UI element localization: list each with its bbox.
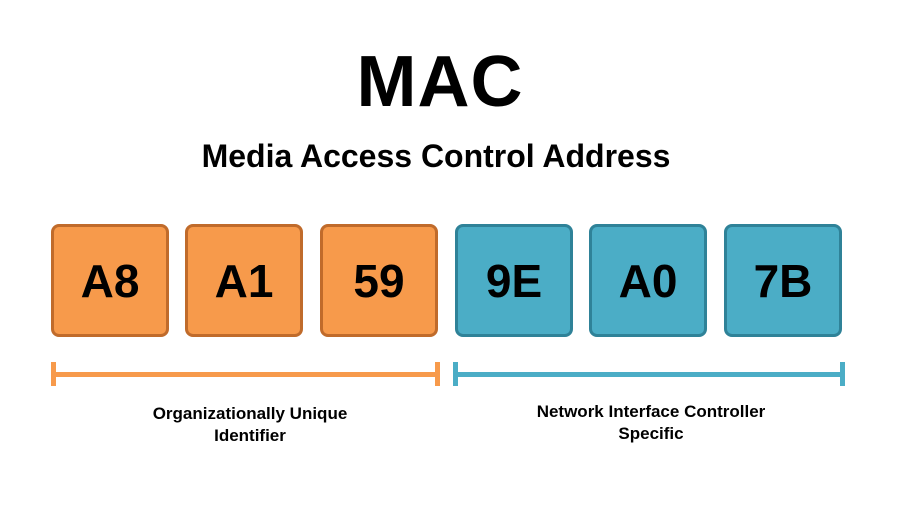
octet-4-box: 9E — [455, 224, 573, 337]
nic-label: Network Interface Controller Specific — [536, 402, 766, 443]
octet-2-box: A1 — [185, 224, 303, 337]
octet-5-box: A0 — [589, 224, 707, 337]
oui-bracket-right-cap — [435, 362, 440, 386]
diagram-subtitle: Media Access Control Address — [201, 138, 671, 174]
octet-1-box: A8 — [51, 224, 169, 337]
octet-6-box: 7B — [724, 224, 842, 337]
nic-bracket-bar — [453, 372, 845, 377]
octet-3-box: 59 — [320, 224, 438, 337]
diagram-title: MAC — [356, 42, 524, 122]
oui-label: Organizationally Unique Identifier — [152, 404, 348, 445]
oui-bracket-bar — [51, 372, 440, 377]
nic-bracket-right-cap — [840, 362, 845, 386]
